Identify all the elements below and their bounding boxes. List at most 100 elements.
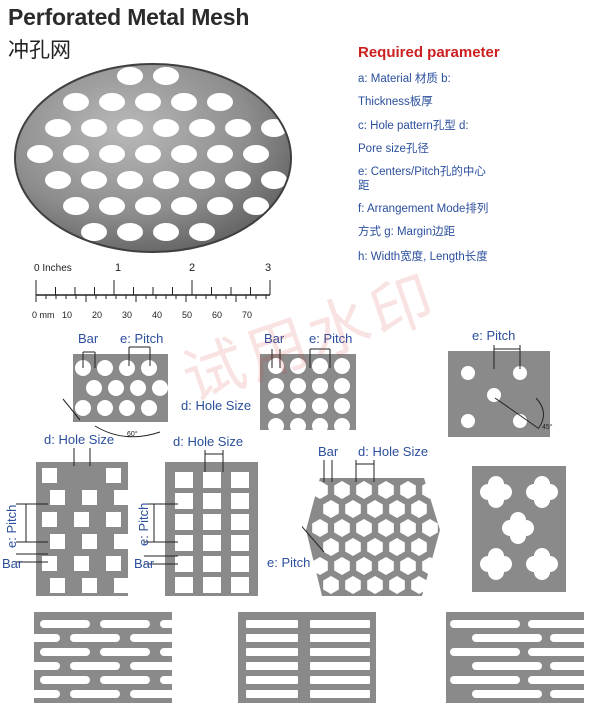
hexagon-hole <box>334 557 350 575</box>
round-hole <box>97 400 113 416</box>
disc-hole <box>99 197 125 215</box>
disc-hole <box>45 171 71 189</box>
hexagon-hole <box>378 519 394 537</box>
ruler-inch-title: 0 Inches <box>34 263 72 274</box>
square-hole <box>106 468 121 483</box>
round-hole <box>290 398 306 414</box>
square-hole <box>231 472 249 488</box>
ruler-mm-label: 0 mm <box>32 310 55 320</box>
round-hole <box>461 366 475 380</box>
disc-hole <box>207 197 233 215</box>
round-hole <box>141 400 157 416</box>
slot-hole <box>34 662 60 670</box>
ruler-mm-label: 10 <box>62 310 72 320</box>
ruler-mm-label: 50 <box>182 310 192 320</box>
square-hole <box>175 472 193 488</box>
disc-hole <box>81 223 107 241</box>
disc-hole <box>117 119 143 137</box>
disc-hole <box>171 145 197 163</box>
slot-hole <box>550 634 584 642</box>
square-hole <box>231 577 249 593</box>
square-hole <box>231 493 249 509</box>
param-line: 距 <box>358 180 370 192</box>
param-line: a: Material 材质 b: <box>358 73 451 85</box>
pitch-label-vertical: e: Pitch <box>136 502 151 546</box>
disc-hole <box>171 93 197 111</box>
disc-hole <box>135 197 161 215</box>
slot-hole <box>100 676 150 684</box>
hole-size-label: d: Hole Size <box>44 432 115 447</box>
hexagon-hole <box>400 519 416 537</box>
pitch-label: e: Pitch <box>472 328 516 343</box>
slot-hole <box>246 634 298 642</box>
clover-hole-pattern <box>472 466 566 592</box>
pitch-label: e: Pitch <box>120 331 164 346</box>
square-hole <box>114 490 129 505</box>
round-hole-60-pattern: 60° <box>62 346 168 438</box>
hexagon-hole <box>367 500 383 518</box>
round-hole <box>334 418 350 432</box>
ruler-mm-label: 20 <box>92 310 102 320</box>
slot-hole <box>40 676 90 684</box>
round-hole <box>119 360 135 376</box>
hexagon-hole <box>312 481 328 499</box>
slot-hole <box>310 676 370 684</box>
slot-hole <box>310 662 370 670</box>
slot-hole <box>310 648 370 656</box>
slot-hole <box>34 690 60 698</box>
slot-hole <box>528 620 584 628</box>
square-hole <box>106 512 121 527</box>
disc-hole <box>189 223 215 241</box>
hexagon-hole <box>378 557 394 575</box>
round-hole <box>334 378 350 394</box>
round-hole <box>97 360 113 376</box>
square-hole <box>74 556 89 571</box>
square-hole <box>82 578 97 593</box>
round-hole <box>108 380 124 396</box>
disc-hole <box>117 223 143 241</box>
round-hole <box>461 414 475 428</box>
measurement-ruler: 0 Inches 1 2 3 0 mm 10 20 30 40 50 60 70 <box>32 262 271 320</box>
clover-hole-lobe <box>488 564 504 580</box>
disc-hole <box>99 93 125 111</box>
disc-hole <box>171 197 197 215</box>
disc-hole <box>153 67 179 85</box>
disc-hole <box>261 171 287 189</box>
round-hole <box>268 378 284 394</box>
clover-hole-lobe <box>534 492 550 508</box>
hexagon-hole <box>312 557 328 575</box>
hexagon-hole <box>389 500 405 518</box>
square-hole-straight-pattern <box>165 450 258 596</box>
round-hole <box>75 400 91 416</box>
disc-hole <box>135 93 161 111</box>
round-hole <box>268 418 284 432</box>
hexagon-hole <box>345 538 361 556</box>
square-hole <box>50 534 65 549</box>
slot-hole <box>450 648 520 656</box>
slot-hole <box>100 620 150 628</box>
slot-hole <box>160 676 172 684</box>
disc-hole <box>207 93 233 111</box>
hexagon-hole <box>345 576 361 594</box>
pitch-label: e: Pitch <box>309 331 353 346</box>
param-line: 方式 g: Margin边距 <box>358 226 456 238</box>
disc-hole <box>243 145 269 163</box>
hexagon-hole <box>411 538 427 556</box>
ruler-mm-label: 70 <box>242 310 252 320</box>
disc-hole <box>135 145 161 163</box>
disc-hole <box>63 145 89 163</box>
disc-hole <box>45 119 71 137</box>
round-hole-straight-pattern <box>260 348 356 432</box>
round-hole <box>513 414 527 428</box>
angle-label: 60° <box>127 430 138 438</box>
hexagon-hole <box>422 481 438 499</box>
square-hole <box>231 535 249 551</box>
round-hole <box>152 380 168 396</box>
disc-hole <box>27 145 53 163</box>
ruler-inch-label: 1 <box>115 262 121 274</box>
slot-hole <box>70 634 120 642</box>
slot-hole <box>472 634 542 642</box>
round-hole <box>513 366 527 380</box>
square-hole <box>42 512 57 527</box>
clover-hole-lobe <box>510 512 526 528</box>
